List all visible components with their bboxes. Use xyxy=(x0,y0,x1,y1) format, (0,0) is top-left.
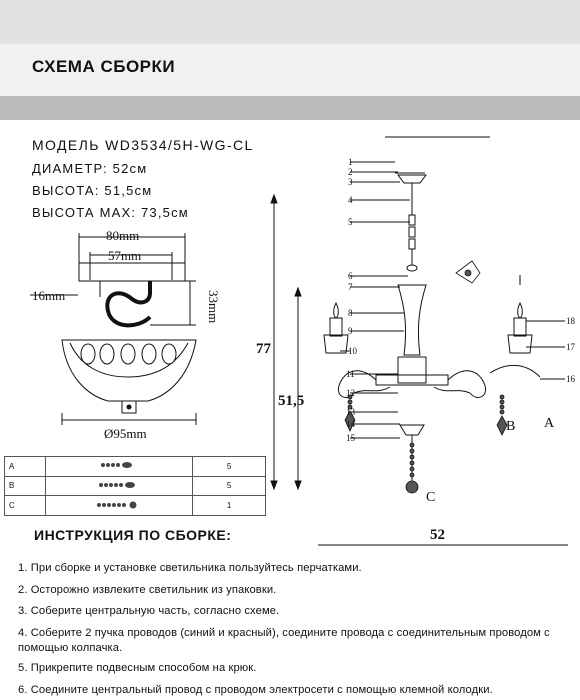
part-letter: A xyxy=(3,456,47,477)
crystal-chain-icon xyxy=(101,462,133,469)
part-number: 5 xyxy=(348,217,353,227)
part-number: 10 xyxy=(348,346,358,356)
part-number: 7 xyxy=(348,282,353,292)
instructions-title: ИНСТРУКЦИЯ ПО СБОРКЕ: xyxy=(34,527,232,543)
instruction-item: 1. При сборке и установке светильника по… xyxy=(18,562,362,574)
dim-51-5-label: 51,5 xyxy=(278,393,304,409)
table-row: A 5 xyxy=(3,456,266,477)
dim-95-label: Ø95mm xyxy=(104,426,147,441)
part-number: 3 xyxy=(348,177,353,187)
instruction-item: 3. Соберите центральную часть, согласно … xyxy=(18,605,280,617)
instruction-item: 6. Соедините центральный провод с провод… xyxy=(18,684,493,696)
spec-diameter: ДИАМЕТР: 52см xyxy=(32,161,148,176)
part-qty: 1 xyxy=(192,495,266,516)
header-top-band xyxy=(0,0,580,44)
label-b: B xyxy=(506,419,515,434)
spec-height-max: ВЫСОТА MAX: 73,5см xyxy=(32,205,189,220)
part-number: 14 xyxy=(346,419,356,429)
part-number: 15 xyxy=(346,433,356,443)
dim-52-label: 52 xyxy=(430,527,445,543)
crystal-chain-icon xyxy=(99,481,136,488)
part-number: 18 xyxy=(566,316,576,326)
part-number: 8 xyxy=(348,308,353,318)
part-number: 17 xyxy=(566,342,576,352)
instruction-item: 5. Прикрепите подвесным способом на крюк… xyxy=(18,662,257,674)
label-a: A xyxy=(544,416,555,431)
part-number: 1 xyxy=(348,157,353,167)
instruction-item: 2. Осторожно извлеките светильник из упа… xyxy=(18,584,277,596)
header-title-band xyxy=(0,44,580,96)
table-row: B 5 xyxy=(3,475,266,497)
instruction-item: 4. Соберите 2 пучка проводов (синий и кр… xyxy=(18,627,550,654)
canopy-drawing: 80mm 57mm 16mm 33mm Ø95mm xyxy=(30,228,221,441)
dim-77-label: 77 xyxy=(256,341,272,357)
part-number: 9 xyxy=(348,326,353,336)
spec-height: ВЫСОТА: 51,5см xyxy=(32,183,153,198)
part-number: 16 xyxy=(566,374,576,384)
chandelier-drawing: 77 51,5 52 C B A 1 2 3 4 5 6 7 8 9 10 11… xyxy=(256,136,576,546)
part-number: 2 xyxy=(348,167,353,177)
page-title: СХЕМА СБОРКИ xyxy=(32,57,176,76)
parts-table: A 5 B 5 C 1 xyxy=(3,456,266,516)
part-letter: C xyxy=(3,495,47,516)
part-number: 6 xyxy=(348,271,353,281)
crystal-chain-icon xyxy=(97,501,137,509)
part-icon-cell xyxy=(45,475,194,497)
dim-57-label: 57mm xyxy=(108,248,141,263)
table-row: C 1 xyxy=(3,495,266,516)
part-icon-cell xyxy=(45,495,194,516)
part-icon-cell xyxy=(45,456,194,477)
dim-33-label: 33mm xyxy=(206,290,221,323)
part-number: 12 xyxy=(346,388,355,398)
label-c: C xyxy=(426,490,435,505)
dim-16-label: 16mm xyxy=(32,288,65,303)
part-letter: B xyxy=(3,475,47,497)
header-bottom-band xyxy=(0,96,580,120)
part-number: 13 xyxy=(346,407,356,417)
model-name: МОДЕЛЬ WD3534/5H-WG-CL xyxy=(32,137,254,153)
part-number: 4 xyxy=(348,195,353,205)
part-number: 11 xyxy=(346,369,355,379)
dim-80-label: 80mm xyxy=(106,228,139,243)
